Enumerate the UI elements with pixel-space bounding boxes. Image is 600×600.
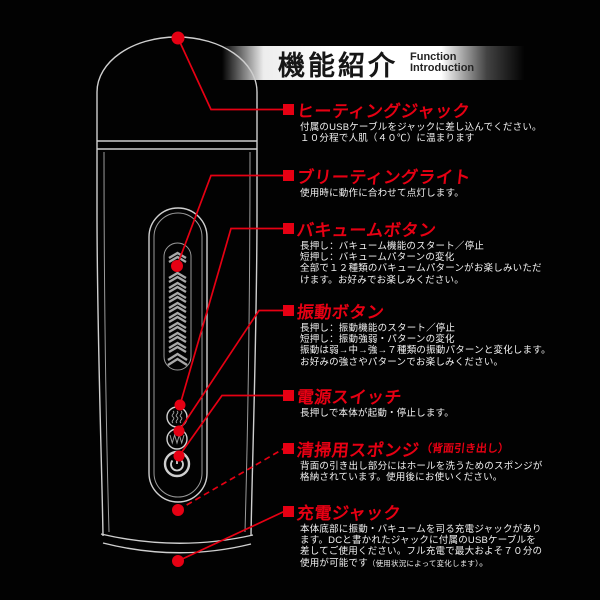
feature-title-note: （背面引き出し） [419, 443, 510, 455]
feature-desc-line: 全部で１２種類のバキュームパターンがお楽しみいただ [300, 263, 542, 275]
feature-desc-line: お好みの強さやパターンでお楽しみください。 [300, 356, 504, 368]
bullet-icon [283, 103, 294, 115]
feature-desc-line: ます。DCと書かれたジャックに付属のUSBケーブルを [300, 535, 536, 547]
callout-dot-charge [172, 555, 184, 567]
feature-desc-line: 本体底部に振動・バキュームを司る充電ジャックがあり [300, 524, 542, 535]
page-subtitle: Function Introduction [410, 51, 475, 74]
page-title: 機能紹介 [278, 50, 398, 81]
device-side-contour [103, 151, 251, 533]
feature-power-switch: 電源スイッチ 長押しで本体が起動・停止します。 [283, 386, 454, 419]
feature-charging-jack: 充電ジャック 本体底部に振動・バキュームを司る充電ジャックがあり ます。DCと書… [283, 502, 542, 569]
feature-cleaning-sponge: 清掃用スポンジ （背面引き出し） 背面の引き出し部分にはホールを洗うためのスポン… [283, 439, 543, 483]
callout-dot-heating [171, 31, 185, 45]
feature-desc-line: 振動は弱→中→強→７種類の振動パターンと変化します。 [300, 345, 551, 357]
feature-title: バキュームボタン [295, 220, 438, 240]
leader-light [176, 174, 284, 267]
leader-heating [177, 37, 284, 111]
title-banner: 機能紹介 Function Introduction [222, 46, 600, 81]
control-panel-outline [148, 207, 208, 503]
callout-dot-light [171, 260, 183, 272]
feature-desc-line: 短押し：バキュームパターンの変化 [300, 252, 455, 264]
vacuum-waves-icon [171, 410, 183, 424]
feature-heating-jack: ヒーティングジャック 付属のUSBケーブルをジャックに差し込んでください。 １０… [283, 100, 542, 144]
feature-desc-line: 長押し：振動機能のスタート／停止 [300, 323, 456, 334]
feature-desc-line: 長押し：バキューム機能のスタート／停止 [300, 241, 485, 252]
feature-vacuum-button: バキュームボタン 長押し：バキューム機能のスタート／停止 短押し：バキュームパタ… [283, 219, 542, 286]
leader-sponge [177, 447, 285, 511]
callout-dot-sponge [172, 504, 184, 516]
feature-title: 清掃用スポンジ [295, 440, 421, 460]
feature-breathing-light: ブリーティングライト 使用時に動作に合わせて点灯します。 [283, 166, 472, 199]
leader-charge [177, 510, 285, 562]
feature-desc-line: 差してご使用ください。フル充電で最大およそ７０分の [300, 546, 543, 558]
bullet-icon [283, 222, 294, 234]
feature-title: ヒーティングジャック [295, 101, 471, 121]
feature-desc-line: けます。お好みでお楽しみください。 [300, 274, 464, 286]
bullet-icon [283, 169, 294, 181]
feature-title: 振動ボタン [295, 302, 386, 322]
feature-desc-line: １０分程で人肌（４０℃）に温まります [300, 133, 475, 145]
leader-vibration [178, 309, 284, 432]
feature-desc-line: 使用時に動作に合わせて点灯します。 [300, 188, 464, 199]
feature-desc-line: 使用が可能です（使用状況によって変化します）。 [300, 557, 489, 569]
bullet-icon [283, 442, 294, 454]
feature-title: ブリーティングライト [295, 167, 472, 187]
bullet-icon [283, 505, 294, 517]
callout-dot-power [173, 450, 185, 462]
callout-dot-vacuum [174, 399, 186, 411]
bullet-icon [283, 304, 294, 316]
feature-title: 充電ジャック [295, 503, 402, 523]
vibration-w-icon [169, 433, 185, 445]
light-strip-outline [163, 242, 192, 371]
feature-desc-line: 背面の引き出し部分にはホールを洗うためのスポンジが [300, 461, 543, 472]
feature-title: 電源スイッチ [295, 387, 403, 407]
leader-power [178, 394, 284, 457]
feature-desc-line: 格納されています。使用後にお使いください。 [300, 472, 503, 484]
feature-desc-line: 短押し：振動強弱・パターンの変化 [300, 334, 455, 346]
feature-desc-line: 長押しで本体が起動・停止します。 [300, 408, 454, 419]
device-seam-band [97, 140, 257, 150]
device-body-outline [96, 36, 258, 537]
chevron-strip-icon [167, 251, 188, 367]
feature-desc-line: 付属のUSBケーブルをジャックに差し込んでください。 [300, 122, 542, 133]
bullet-icon [283, 389, 294, 401]
feature-vibration-button: 振動ボタン 長押し：振動機能のスタート／停止 短押し：振動強弱・パターンの変化 … [283, 301, 551, 368]
device-base-band [100, 533, 254, 554]
control-panel-inner-outline [153, 212, 203, 498]
callout-dot-vibration [173, 425, 185, 437]
leader-vacuum [179, 227, 284, 406]
